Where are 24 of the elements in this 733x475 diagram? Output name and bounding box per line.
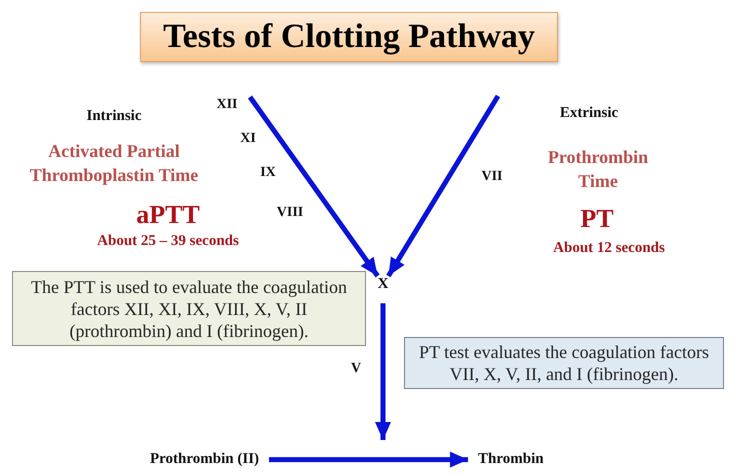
factor-label: IX <box>260 165 276 182</box>
test-abbreviation: PT <box>580 204 614 234</box>
test-name: Prothrombin Time <box>548 146 648 193</box>
factor-label: XII <box>216 97 238 114</box>
arrow <box>386 94 500 278</box>
arrow <box>269 452 468 468</box>
pathway-label: Intrinsic <box>86 108 142 126</box>
pathway-label: Extrinsic <box>560 105 618 122</box>
factor-label: VIII <box>276 205 304 222</box>
note-box: The PTT is used to evaluate the coagulation factors XII, XI, IX, VIII, X, V, II (prothrombin) and I (fibrinogen). <box>12 271 366 346</box>
reference-time: About 12 seconds <box>553 240 665 258</box>
title-banner: Tests of Clotting Pathway <box>140 12 558 62</box>
arrow <box>248 96 380 278</box>
factor-label: XI <box>240 131 256 148</box>
test-abbreviation: aPTT <box>136 200 200 230</box>
factor-label: X <box>378 276 388 294</box>
protein-label: Thrombin <box>478 451 544 468</box>
protein-label: Prothrombin (II) <box>150 451 260 468</box>
note-box: PT test evaluates the coagulation factors VII, X, V, II, and I (fibrinogen). <box>404 337 724 389</box>
arrow <box>375 303 391 440</box>
test-name: Activated Partial Thromboplastin Time <box>28 140 200 187</box>
factor-label: VII <box>482 169 502 186</box>
factor-label: V <box>350 361 362 378</box>
reference-time: About 25 – 39 seconds <box>97 233 239 250</box>
